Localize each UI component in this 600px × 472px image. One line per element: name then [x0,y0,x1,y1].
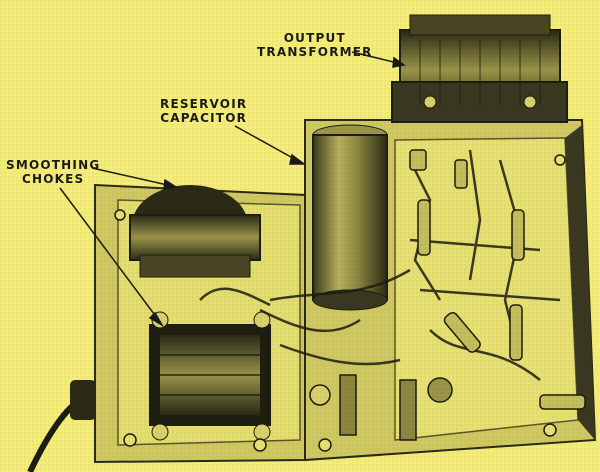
output-transformer-label: OUTPUT TRANSFORMER [257,31,373,59]
reservoir-capacitor-label: RESERVOIR CAPACITOR [160,97,248,125]
smoothing-chokes-label: SMOOTHING CHOKES [6,158,101,186]
